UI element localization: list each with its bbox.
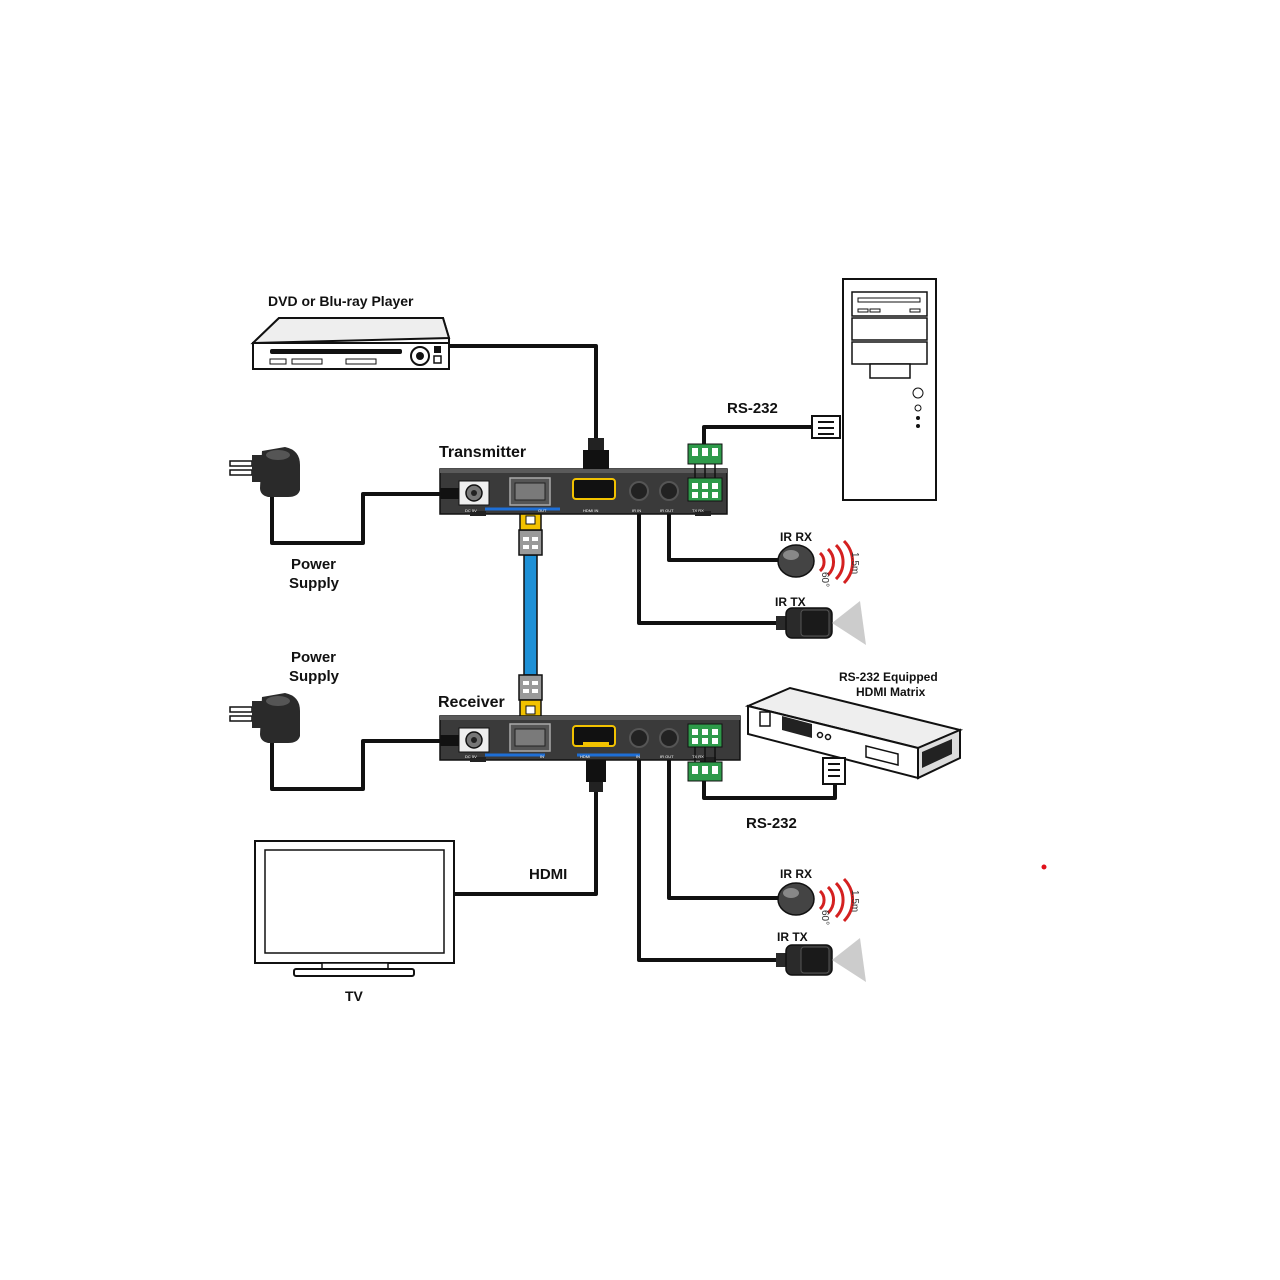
transmitter-device: DC 5V OUT HDMI IN IR IN IR OUT TX RX — [439, 443, 728, 516]
rx-irout-port — [659, 728, 679, 748]
tx-irout-label: IR OUT — [660, 508, 674, 513]
rx-hdmi-cable — [454, 790, 598, 896]
ir-tx-top — [776, 601, 866, 645]
ir-rx-top-range: 1.5m — [849, 552, 860, 574]
pc-tower — [811, 278, 937, 501]
rx-irrx-cable — [667, 755, 783, 900]
tx-rs232-cable — [702, 425, 812, 446]
transmitter-label: Transmitter — [439, 444, 526, 461]
power-supply-top-label-line1: Power — [291, 556, 336, 573]
dvd-hdmi-cable — [449, 344, 598, 438]
tx-irout-port — [659, 481, 679, 501]
tx-irtx-cable — [637, 500, 779, 625]
rx-rs232-cable — [702, 780, 837, 800]
tx-txrx-label: TX RX — [692, 508, 704, 513]
matrix-label-line1: RS-232 Equipped — [839, 670, 938, 684]
tx-hdmi-port — [572, 478, 616, 500]
rx-irin-port — [629, 728, 649, 748]
tx-irin-port — [629, 481, 649, 501]
ir-rx-bottom-label: IR RX — [780, 867, 812, 881]
receiver-label: Receiver — [438, 694, 505, 711]
rx-hdmi-label: HDMI — [580, 754, 590, 759]
rx-power-cable — [270, 739, 440, 791]
dvd-player-label: DVD or Blu-ray Player — [268, 293, 414, 309]
rx-txrx-label: TX RX — [692, 754, 704, 759]
ethernet-cable — [518, 509, 543, 723]
ir-tx-bottom — [776, 938, 866, 982]
hdmi-matrix — [744, 686, 964, 785]
rx-in-label: IN — [540, 754, 544, 759]
red-marker-dot — [1041, 864, 1047, 870]
ir-rx-top: 1.5m 60° — [777, 539, 860, 587]
dvd-player: DVD or Blu-ray Player — [250, 293, 451, 370]
ir-rx-bottom: 1.5m 60° — [777, 877, 860, 925]
power-supply-bottom-label-line2: Supply — [289, 668, 340, 685]
ir-rx-top-angle: 60° — [819, 572, 830, 587]
power-supply-bottom-label-line1: Power — [291, 649, 336, 666]
rs232-bottom-label: RS-232 — [746, 815, 797, 832]
tx-out-label: OUT — [538, 508, 547, 513]
power-supply-top-label-line2: Supply — [289, 575, 340, 592]
receiver-device: DC 5V IN HDMI IN IR OUT TX RX — [439, 715, 741, 792]
tv-label: TV — [345, 988, 364, 1004]
rx-irin-label: IN — [636, 754, 640, 759]
ethernet-plug-top — [518, 529, 543, 556]
ir-tx-top-label: IR TX — [775, 595, 806, 609]
cables — [270, 344, 837, 962]
ir-rx-top-label: IR RX — [780, 530, 812, 544]
tx-irrx-cable — [667, 500, 783, 562]
tx-dc-label: DC 5V — [465, 508, 477, 513]
power-supply-top: Power Supply — [229, 447, 340, 592]
rx-irtx-cable — [637, 755, 779, 962]
matrix-label-line2: HDMI Matrix — [856, 685, 926, 699]
ethernet-plug-bottom — [518, 674, 543, 701]
ir-rx-bottom-angle: 60° — [819, 910, 830, 925]
ir-tx-bottom-label: IR TX — [777, 930, 808, 944]
power-supply-bottom: Power Supply — [229, 649, 340, 743]
rx-irout-label: IR OUT — [660, 754, 674, 759]
rs232-top-label: RS-232 — [727, 400, 778, 417]
tv — [254, 840, 455, 977]
tx-power-cable — [270, 492, 440, 545]
rx-dc-label: DC 5V — [465, 754, 477, 759]
tx-irin-label: IR IN — [632, 508, 641, 513]
hdmi-label: HDMI — [529, 866, 567, 883]
tx-hdmi-label: HDMI IN — [583, 508, 598, 513]
ir-rx-bottom-range: 1.5m — [849, 890, 860, 912]
